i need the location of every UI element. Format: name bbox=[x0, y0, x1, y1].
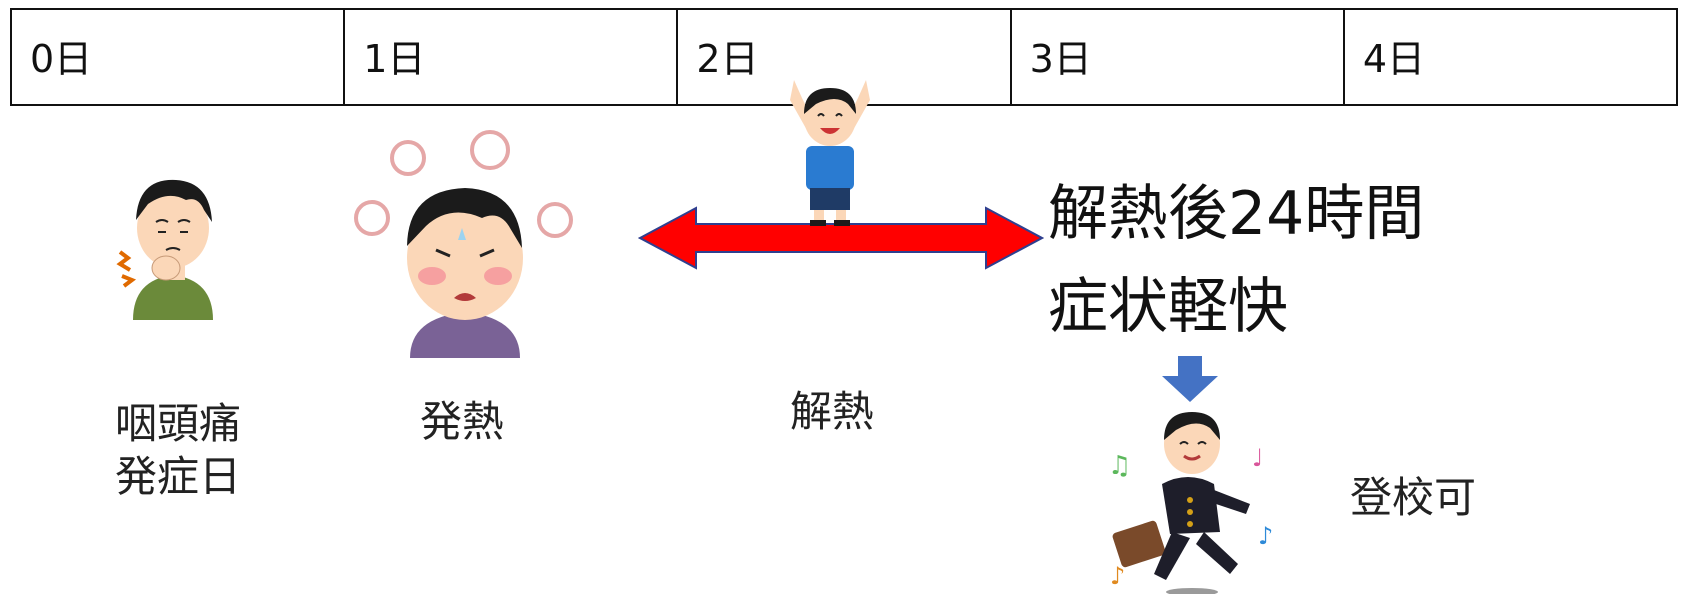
day-label: 3日 bbox=[1029, 37, 1092, 81]
recovery-condition-caption: 解熱後24時間 症状軽快 bbox=[1048, 168, 1424, 354]
cheering-boy-icon bbox=[790, 80, 870, 226]
caption-line: 咽頭痛 bbox=[115, 399, 242, 448]
caption-line: 症状軽快 bbox=[1048, 272, 1288, 342]
fever-boy-icon bbox=[354, 130, 573, 358]
double-arrow-icon bbox=[638, 206, 1044, 270]
day-label: 1日 bbox=[363, 37, 426, 81]
caption-line: 解熱後24時間 bbox=[1048, 179, 1425, 249]
sore-throat-caption: 咽頭痛 発症日 bbox=[115, 398, 241, 503]
fever-down-caption: 解熱 bbox=[790, 387, 875, 436]
sore-throat-boy-icon bbox=[116, 179, 213, 320]
svg-text:♪: ♪ bbox=[1110, 562, 1125, 590]
day-cell-3: 3日 bbox=[1012, 10, 1345, 104]
caption-line: 発症日 bbox=[115, 451, 242, 501]
school-ok-caption: 登校可 bbox=[1350, 473, 1477, 522]
day-cell-2: 2日 bbox=[678, 10, 1012, 104]
day-label: 0日 bbox=[30, 37, 93, 81]
svg-text:♫: ♫ bbox=[1108, 451, 1131, 481]
running-student-icon: ♫ ♩ ♪ ♪ bbox=[1108, 412, 1273, 594]
svg-text:♪: ♪ bbox=[1258, 522, 1273, 550]
day-cell-4: 4日 bbox=[1345, 10, 1676, 104]
fever-caption: 発熱 bbox=[420, 397, 505, 446]
down-arrow-icon bbox=[1162, 356, 1218, 402]
day-label: 2日 bbox=[696, 37, 759, 81]
day-label: 4日 bbox=[1362, 37, 1425, 81]
day-cell-0: 0日 bbox=[12, 10, 346, 104]
svg-text:♩: ♩ bbox=[1252, 444, 1263, 472]
day-cell-1: 1日 bbox=[345, 10, 679, 104]
